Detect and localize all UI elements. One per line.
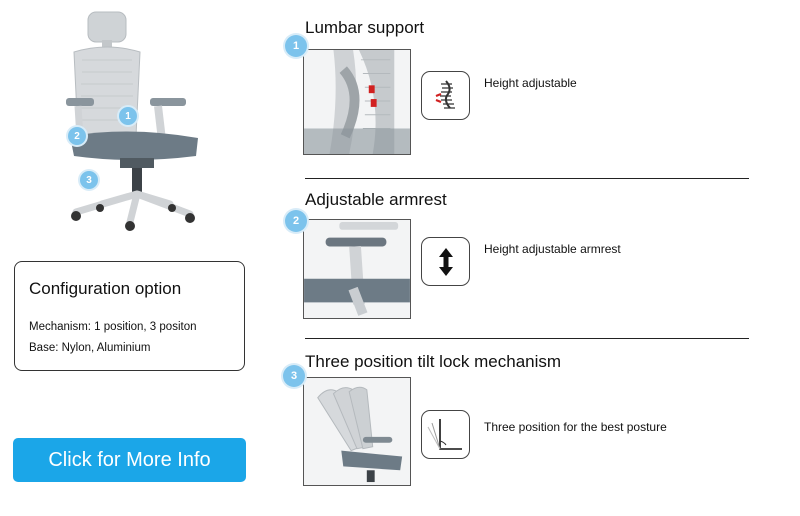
feature-desc-tilt: Three position for the best posture	[484, 420, 667, 434]
base-spec: Base: Nylon, Aluminium	[29, 342, 151, 354]
feature-title-armrest: Adjustable armrest	[305, 190, 447, 209]
callout-badge-1: 1	[119, 107, 137, 125]
divider-2	[305, 338, 749, 339]
tilt-mechanism-photo	[303, 377, 411, 486]
spine-icon	[421, 71, 470, 120]
configuration-title: Configuration option	[29, 279, 182, 298]
feature-title-tilt: Three position tilt lock mechanism	[305, 352, 562, 371]
configuration-panel: Configuration option Mechanism: 1 positi…	[14, 261, 245, 371]
callout-badge-3: 3	[80, 171, 98, 189]
feature-desc-lumbar: Height adjustable	[484, 76, 577, 90]
armrest-photo	[303, 219, 411, 319]
feature-number-3: 3	[283, 365, 305, 387]
office-chair-image	[66, 11, 198, 231]
callout-badge-2: 2	[68, 127, 86, 145]
feature-number-2: 2	[285, 210, 307, 232]
feature-desc-armrest: Height adjustable armrest	[484, 242, 621, 256]
more-info-button[interactable]: Click for More Info	[13, 438, 246, 482]
tilt-angle-icon	[421, 410, 470, 459]
feature-number-1: 1	[285, 35, 307, 57]
divider-1	[305, 178, 749, 179]
mechanism-spec: Mechanism: 1 position, 3 positon	[29, 321, 197, 333]
feature-title-lumbar: Lumbar support	[305, 18, 425, 37]
lumbar-support-photo	[303, 49, 411, 155]
up-down-arrow-icon	[421, 237, 470, 286]
